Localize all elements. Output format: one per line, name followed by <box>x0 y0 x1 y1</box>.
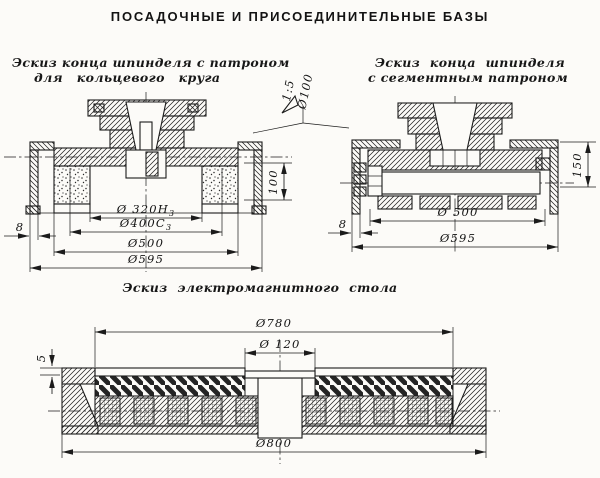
dim-wall8-right-label: 8 <box>339 217 348 231</box>
taper-symbol-icon <box>281 94 299 114</box>
table-dimensions: Ø780 Ø 120 Ø800 5 <box>34 316 487 458</box>
left-figure-caption: Эскиз конца шпинделя с патроном для коль… <box>12 55 290 85</box>
dim-height150-label: 150 <box>570 152 584 178</box>
right-caption-line1: Эскиз конца шпинделя <box>375 55 566 70</box>
table-coils <box>99 397 453 425</box>
left-spindle-figure: Ø 320H3 Ø400C3 8 Ø500 Ø595 <box>4 92 292 272</box>
dim-d400-label: Ø400C3 <box>119 216 172 232</box>
dim-plate5-label: 5 <box>34 354 48 363</box>
taper-ratio-label: 1:5 <box>279 78 297 103</box>
right-figure-housing <box>367 102 543 195</box>
dim-d595-right-label: Ø595 <box>439 231 476 245</box>
dim-d120-label: Ø 120 <box>258 337 300 351</box>
right-figure-caption: Эскиз конца шпинделя с сегментным патрон… <box>368 55 569 85</box>
dim-d500-right-label: Ø 500 <box>436 205 478 219</box>
left-caption-line1: Эскиз конца шпинделя с патроном <box>12 55 290 70</box>
dim-wall8-left-label: 8 <box>16 220 25 234</box>
dim-height100-label: 100 <box>266 169 280 195</box>
left-figure-guard-casing <box>25 141 267 215</box>
left-caption-line2: для кольцевого круга <box>34 69 221 85</box>
dim-d500-left-label: Ø500 <box>127 236 164 250</box>
page-title: ПОСАДОЧНЫЕ И ПРИСОЕДИНИТЕЛЬНЫЕ БАЗЫ <box>110 9 490 24</box>
left-figure-dimensions: Ø 320H3 Ø400C3 8 Ø500 Ø595 <box>4 162 292 272</box>
dim-d595-left-label: Ø595 <box>127 252 164 266</box>
table-center-hub <box>244 370 316 439</box>
right-caption-line2: с сегментным патроном <box>368 69 569 85</box>
dim-d780-label: Ø780 <box>255 316 292 330</box>
table-figure-caption: Эскиз электромагнитного стола <box>122 280 398 295</box>
dim-d320-label: Ø 320H3 <box>116 202 176 218</box>
electromagnetic-table-figure: Ø780 Ø 120 Ø800 5 <box>34 316 500 464</box>
left-figure-grinding-wheel <box>38 165 254 214</box>
right-spindle-figure: 150 Ø 500 8 Ø595 <box>328 96 596 254</box>
taper-callout: 1:5 Ø100 <box>252 72 350 134</box>
left-figure-housing <box>53 99 239 179</box>
right-figure-dimensions: 150 Ø 500 8 Ø595 <box>328 141 596 252</box>
right-figure-clamp-bolts <box>353 157 551 197</box>
right-figure-wheel-segments <box>377 195 537 210</box>
taper-diameter-label: Ø100 <box>294 72 315 111</box>
dim-d800-label: Ø800 <box>255 436 292 450</box>
